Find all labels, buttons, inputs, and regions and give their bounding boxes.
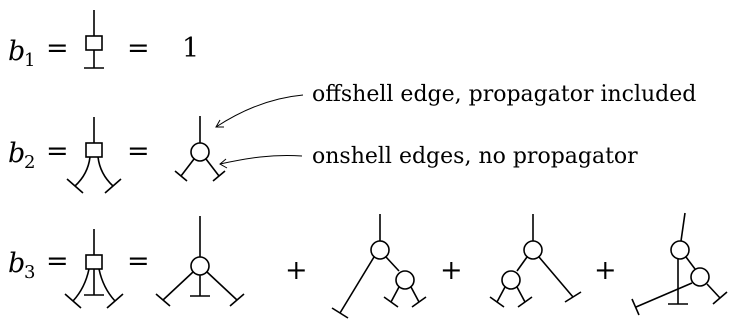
b3-vertex-box	[64, 229, 124, 309]
b2-vertex-circle	[174, 116, 226, 182]
b3-equals: =	[46, 246, 69, 277]
onshell-arrow	[219, 154, 303, 165]
row-b3: b 3 = = +	[8, 212, 728, 319]
b2-vertex-box	[66, 117, 122, 194]
b3-term-2	[331, 214, 427, 319]
b2-index: 2	[24, 152, 35, 173]
annotation-offshell: offshell edge, propagator included	[215, 82, 696, 128]
b1-rhs-value: 1	[182, 33, 199, 64]
b2-symbol: b	[8, 138, 25, 169]
plus-3: +	[594, 255, 617, 286]
row-b1: b 1 = = 1	[8, 10, 199, 71]
b1-index: 1	[24, 50, 35, 71]
plus-2: +	[440, 255, 463, 286]
onshell-label: onshell edges, no propagator	[312, 144, 638, 169]
b1-rhs-equals: =	[127, 33, 150, 64]
b2-equals: =	[46, 136, 69, 167]
b3-term-4	[631, 212, 728, 316]
offshell-arrow	[215, 94, 304, 128]
b1-vertex-box	[84, 10, 104, 69]
b2-rhs-equals: =	[127, 136, 150, 167]
b1-equals: =	[46, 33, 69, 64]
b1-symbol: b	[8, 36, 25, 67]
plus-1: +	[285, 255, 308, 286]
b3-term-1	[155, 216, 245, 307]
row-b2: b 2 = =	[8, 116, 226, 194]
b3-rhs-equals: =	[127, 246, 150, 277]
offshell-label: offshell edge, propagator included	[312, 82, 696, 107]
annotation-onshell: onshell edges, no propagator	[219, 144, 638, 169]
b3-symbol: b	[8, 248, 25, 279]
b3-index: 3	[24, 262, 35, 283]
b3-term-3	[489, 214, 582, 308]
